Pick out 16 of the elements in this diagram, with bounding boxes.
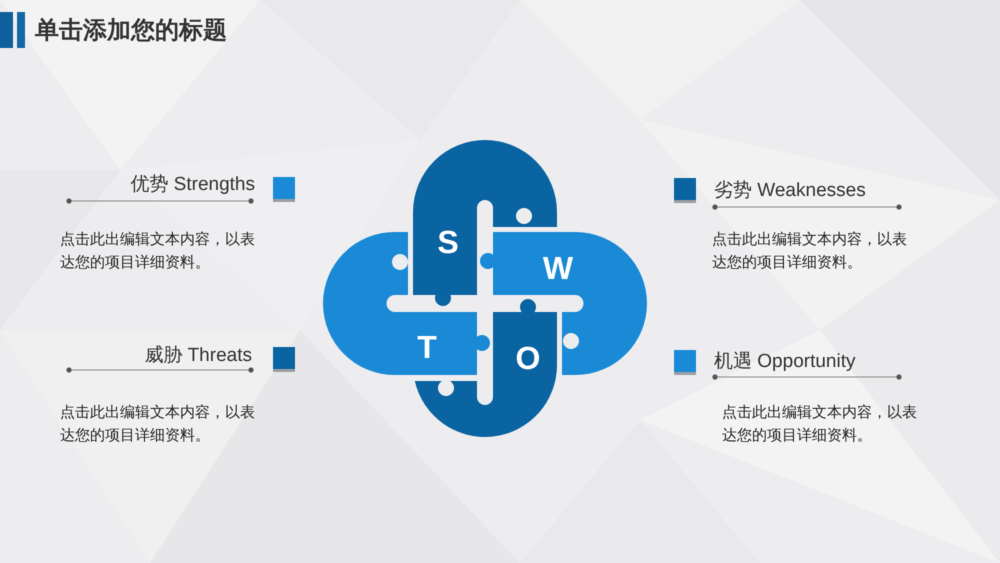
piece-letter: T — [417, 330, 437, 364]
piece-letter: O — [516, 341, 540, 375]
body-text: 点击此出编辑文本内容，以表达您的项目详细资料。 — [60, 403, 256, 446]
section-heading: 优势 Strengths — [130, 173, 255, 197]
section-heading: 机遇 Opportunity — [714, 350, 856, 374]
body-text: 点击此出编辑文本内容，以表达您的项目详细资料。 — [60, 230, 256, 273]
body-text: 点击此出编辑文本内容，以表达您的项目详细资料。 — [712, 230, 908, 273]
section-heading: 威胁 Threats — [144, 344, 252, 368]
piece-letter: S — [437, 225, 459, 259]
slide-title: 单击添加您的标题 — [35, 16, 227, 46]
puzzle-piece — [413, 299, 557, 437]
section-heading: 劣势 Weaknesses — [714, 179, 866, 203]
piece-letter: W — [542, 251, 574, 285]
puzzle-piece — [323, 232, 490, 375]
puzzle-piece — [480, 232, 647, 375]
body-text: 点击此出编辑文本内容，以表达您的项目详细资料。 — [722, 403, 918, 446]
